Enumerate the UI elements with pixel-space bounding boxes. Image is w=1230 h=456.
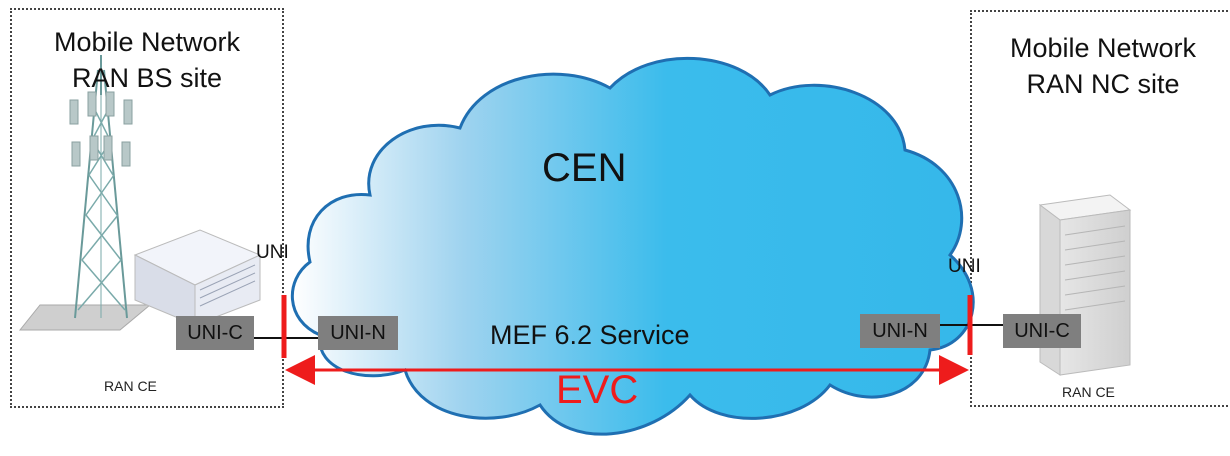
left-site-title: Mobile Network RAN BS site bbox=[20, 24, 274, 96]
left-uni-c-tag: UNI-C bbox=[176, 316, 254, 350]
right-uni-label: UNI bbox=[948, 256, 981, 277]
left-site-title-line2: RAN BS site bbox=[71, 63, 223, 93]
ran-bs-site-box bbox=[10, 8, 284, 408]
cen-label: CEN bbox=[542, 146, 627, 190]
left-uni-label: UNI bbox=[256, 242, 289, 263]
right-site-title-line1: Mobile Network bbox=[1009, 33, 1197, 63]
right-uni-n-tag: UNI-N bbox=[860, 314, 940, 348]
left-uni-n-tag: UNI-N bbox=[318, 316, 398, 350]
evc-label: EVC bbox=[556, 368, 639, 412]
right-uni-c-tag: UNI-C bbox=[1003, 314, 1081, 348]
service-label: MEF 6.2 Service bbox=[490, 320, 690, 350]
right-site-title: Mobile Network RAN NC site bbox=[980, 30, 1226, 102]
right-ran-ce-label: RAN CE bbox=[1062, 384, 1115, 400]
right-site-title-line2: RAN NC site bbox=[1026, 69, 1180, 99]
left-ran-ce-label: RAN CE bbox=[104, 378, 157, 394]
cen-cloud bbox=[290, 56, 975, 436]
server-rack-icon bbox=[1038, 194, 1132, 376]
base-station-device-icon bbox=[133, 229, 262, 326]
cell-tower-icon bbox=[18, 55, 152, 331]
ran-nc-site-box bbox=[970, 10, 1230, 407]
left-site-title-line1: Mobile Network bbox=[53, 27, 241, 57]
